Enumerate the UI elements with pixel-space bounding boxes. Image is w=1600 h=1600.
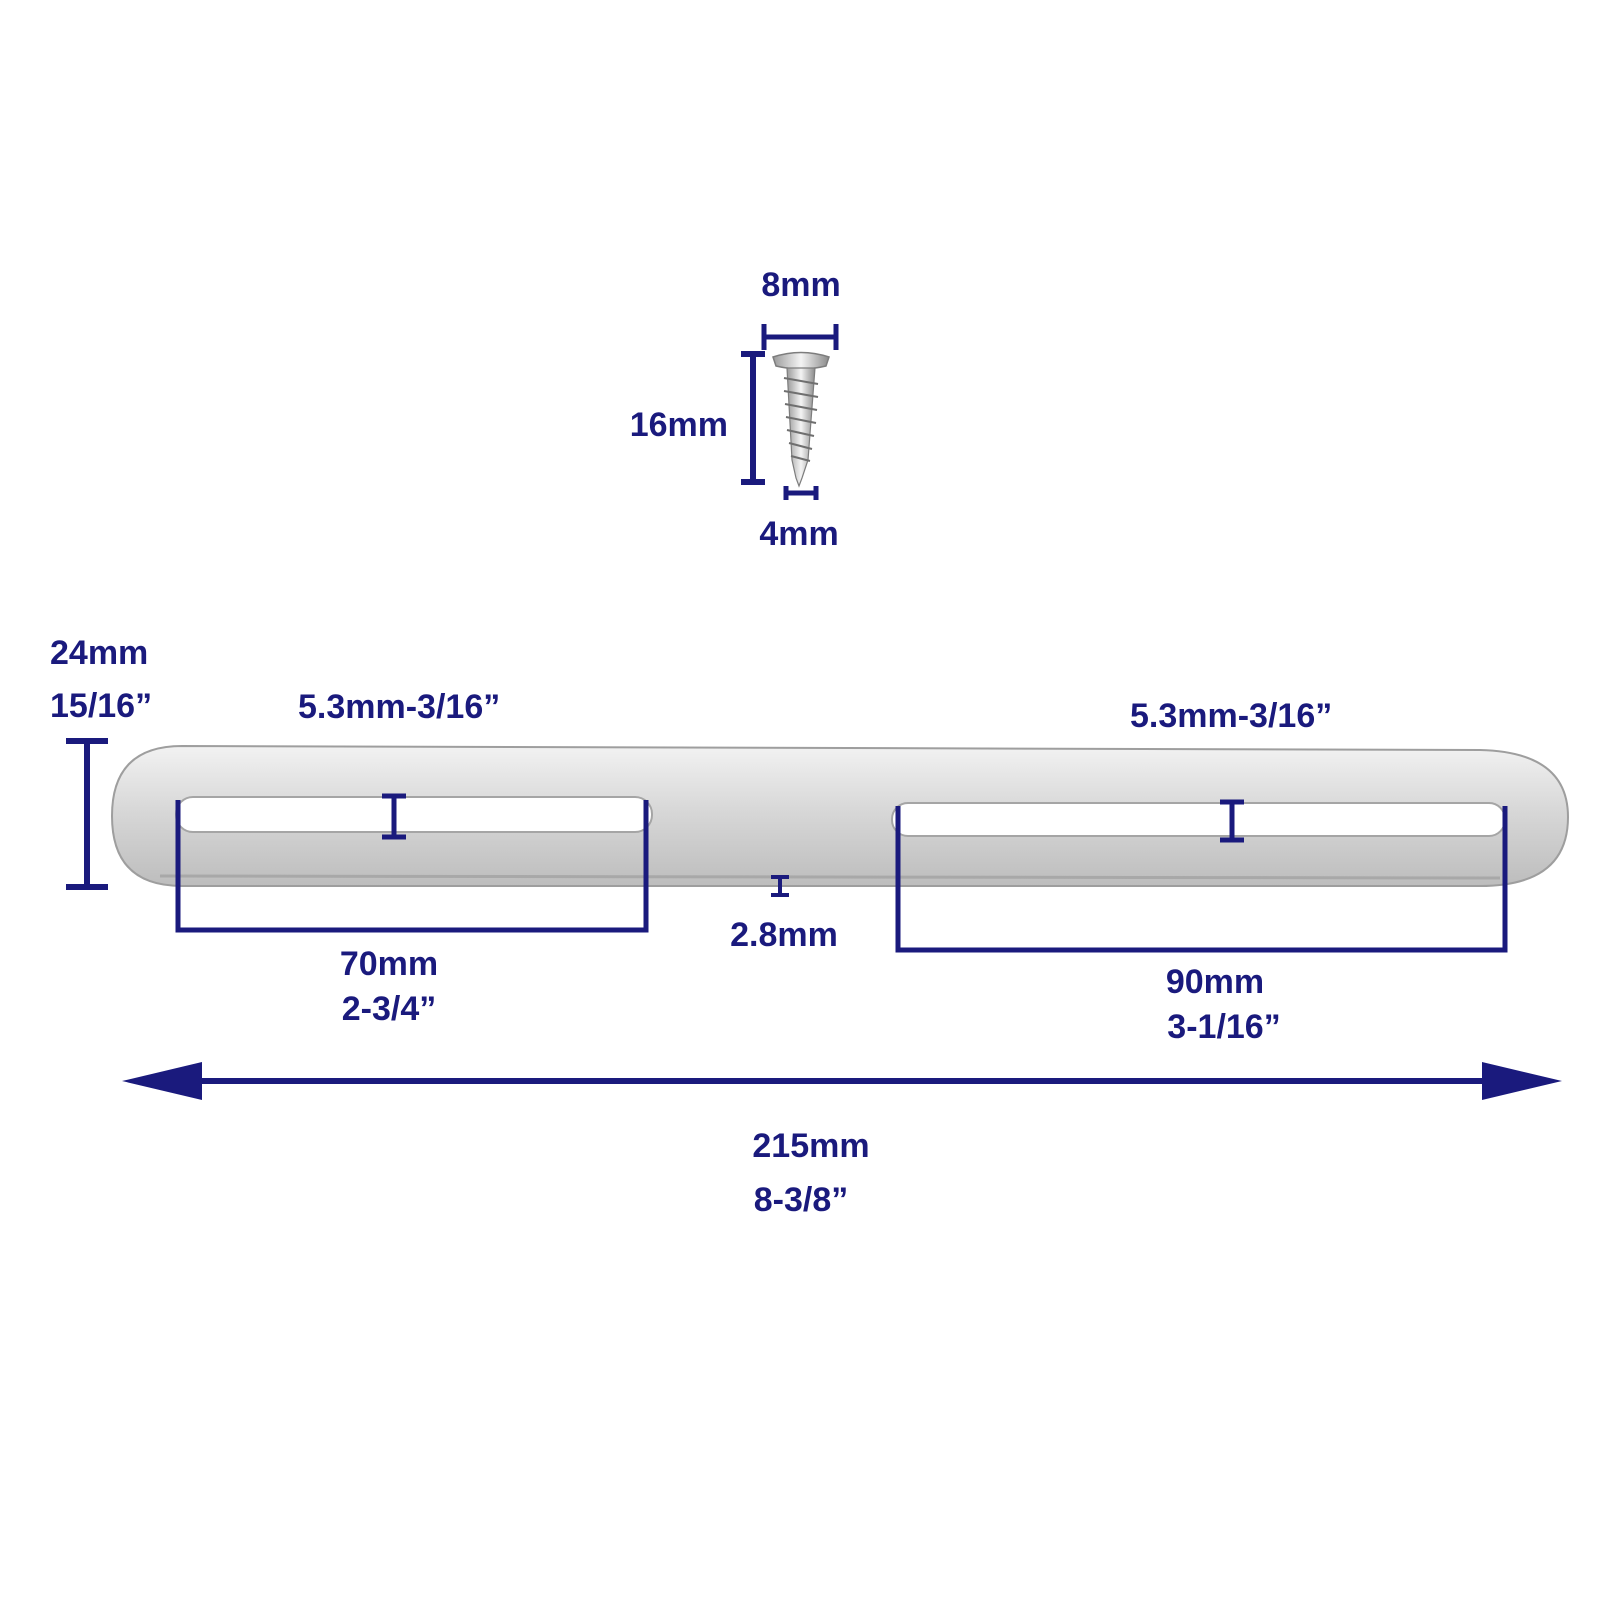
arrow-left-icon [122, 1062, 202, 1100]
mounting-plate [110, 744, 1570, 887]
left-slot [175, 796, 653, 833]
plate-thickness-label: 2.8mm [730, 916, 838, 954]
screw-length-label: 16mm [630, 406, 728, 444]
screw-head [772, 351, 830, 370]
plate-width-dimension [66, 738, 108, 890]
right-slot-length-mm-label: 90mm [1166, 963, 1264, 1001]
screw-threads [783, 377, 819, 462]
arrow-right-icon [1482, 1062, 1562, 1100]
screw-shank-width-dimension [783, 486, 819, 500]
left-slot-length-bracket [175, 800, 649, 933]
left-slot-width-label: 5.3mm-3/16” [298, 688, 500, 726]
right-slot-width-label: 5.3mm-3/16” [1130, 697, 1332, 735]
screw-shank-width-label: 4mm [759, 515, 838, 553]
plate-thickness-dimension [771, 875, 789, 897]
plate-width-mm-label: 24mm [50, 634, 148, 672]
screw-head-width-dimension [761, 324, 839, 350]
screw-length-dimension [741, 351, 765, 485]
right-slot-width-dimension [1220, 799, 1244, 843]
plate-width-in-label: 15/16” [50, 687, 152, 725]
left-slot-width-dimension [382, 793, 406, 840]
total-length-in-label: 8-3/8” [754, 1181, 849, 1219]
screw-illustration [772, 351, 830, 488]
total-length-mm-label: 215mm [752, 1127, 869, 1165]
right-slot [891, 802, 1506, 837]
right-slot-length-bracket [895, 806, 1508, 953]
right-slot-length-in-label: 3-1/16” [1167, 1008, 1280, 1046]
total-length-dimension [122, 1062, 1562, 1100]
screw-shank [786, 367, 816, 488]
left-slot-length-in-label: 2-3/4” [342, 990, 437, 1028]
left-slot-length-mm-label: 70mm [340, 945, 438, 983]
plate-body [110, 744, 1570, 887]
screw-head-width-label: 8mm [761, 266, 840, 304]
plate-edge [159, 874, 1501, 880]
